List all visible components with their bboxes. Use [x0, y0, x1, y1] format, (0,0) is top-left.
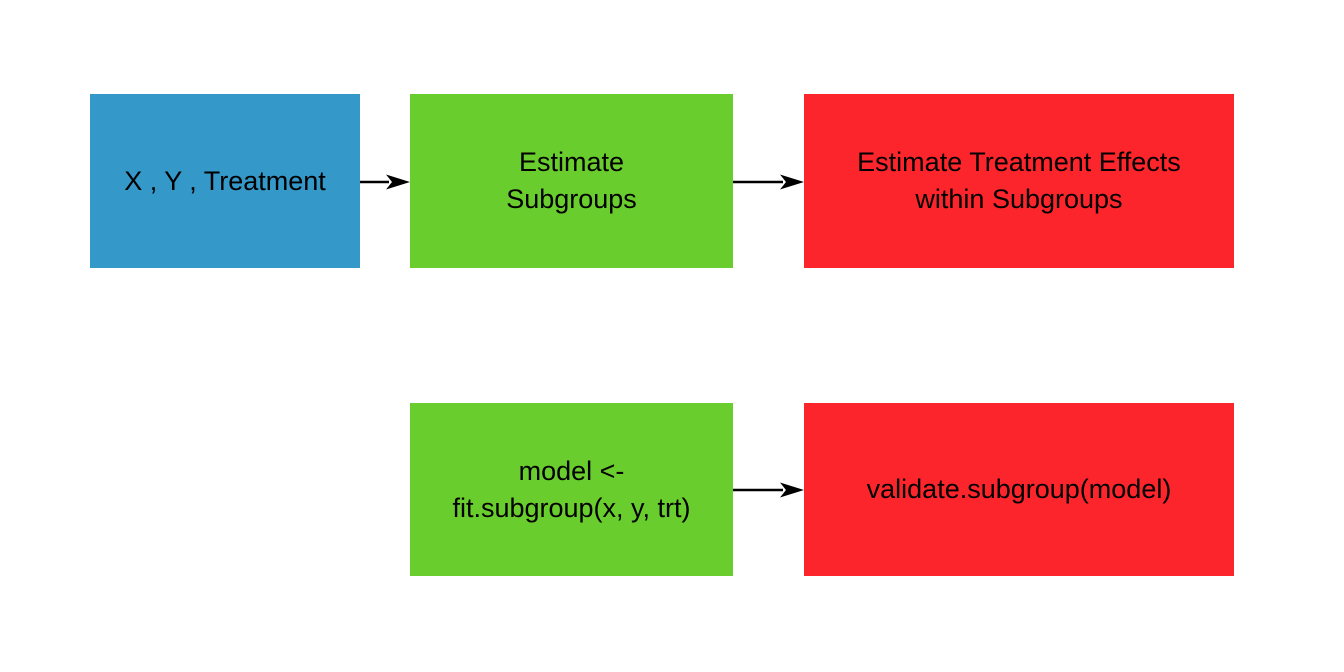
node-fit-subgroup-call-label: model <- fit.subgroup(x, y, trt): [452, 455, 691, 523]
arrow-fit-to-validate-icon: [733, 477, 804, 503]
node-fit-subgroup-call: model <- fit.subgroup(x, y, trt): [410, 403, 733, 576]
node-estimate-subgroups: Estimate Subgroups: [410, 94, 733, 268]
node-inputs: X , Y , Treatment: [90, 94, 360, 268]
node-inputs-label: X , Y , Treatment: [124, 165, 326, 196]
arrow-inputs-to-estimate-icon: [360, 169, 410, 195]
node-validate-subgroup-call-label: validate.subgroup(model): [866, 474, 1172, 504]
arrow-estimate-to-effects-icon: [733, 169, 804, 195]
node-estimate-treatment-effects: Estimate Treatment Effects within Subgro…: [804, 94, 1234, 268]
node-validate-subgroup-call: validate.subgroup(model): [804, 403, 1234, 576]
node-estimate-subgroups-label: Estimate Subgroups: [506, 147, 637, 214]
node-estimate-treatment-effects-label: Estimate Treatment Effects within Subgro…: [857, 147, 1181, 214]
